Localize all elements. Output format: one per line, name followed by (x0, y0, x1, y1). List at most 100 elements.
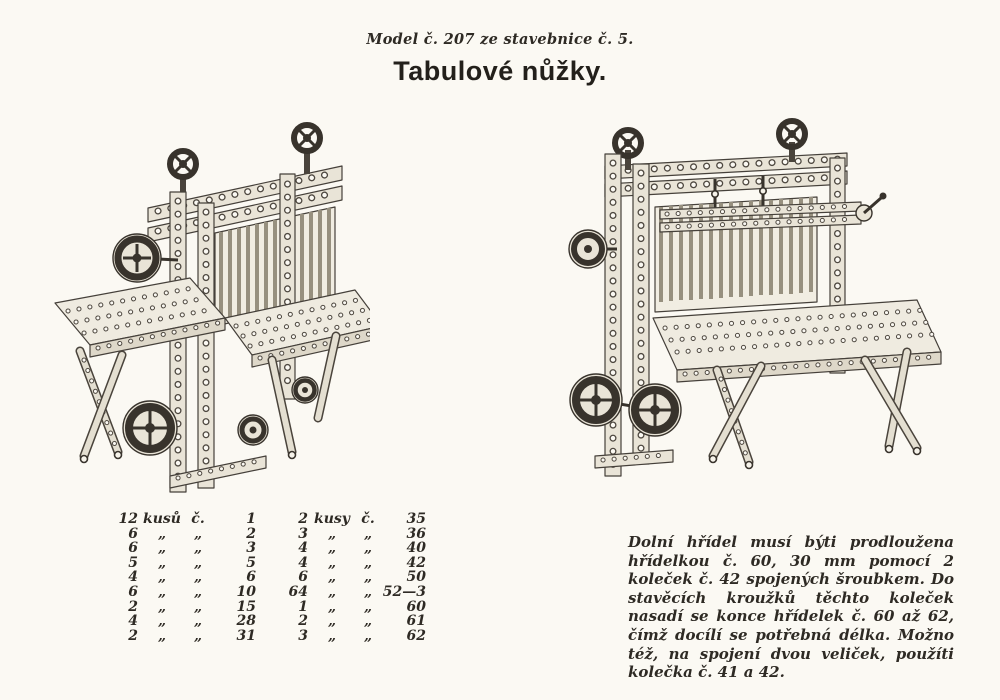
table-legs (75, 331, 341, 464)
part-unit: „ (157, 554, 167, 571)
part-number: 62 (406, 627, 426, 644)
page-title: Tabulové nůžky. (393, 56, 607, 86)
part-qty: 2 (128, 598, 138, 615)
part-unit: „ (327, 525, 337, 542)
part-number: 5 (246, 554, 256, 571)
part-mark: č. (361, 511, 375, 527)
part-number: 35 (406, 511, 426, 527)
part-qty: 4 (128, 613, 138, 630)
part-mark: č. (191, 511, 205, 527)
parts-row: 6„„2 (112, 525, 256, 542)
part-number: 52—3 (382, 583, 426, 600)
carriage-arms (659, 201, 862, 233)
flywheel (112, 233, 179, 283)
part-unit: „ (327, 569, 337, 586)
part-mark: „ (363, 613, 373, 630)
part-unit: „ (327, 627, 337, 644)
part-qty: 4 (298, 554, 308, 571)
parts-row: 2„„61 (282, 614, 426, 629)
part-qty: 2 (298, 613, 308, 630)
part-mark: „ (363, 569, 373, 586)
part-qty: 4 (128, 569, 138, 586)
part-qty: 2 (298, 511, 308, 527)
part-mark: „ (193, 583, 203, 600)
parts-row: 5 „ „ 5 (112, 556, 256, 571)
part-number: 28 (236, 613, 256, 630)
part-mark: „ (363, 583, 373, 600)
base-strip (169, 455, 267, 489)
part-mark: „ (193, 554, 203, 571)
part-qty: 1 (298, 598, 308, 615)
work-table-right (224, 289, 370, 368)
part-qty: 6 (128, 525, 138, 542)
crank-handle (855, 192, 887, 222)
parts-row: 3 „ „ 62 (282, 629, 426, 644)
part-number: 60 (406, 598, 426, 615)
part-unit: „ (157, 613, 167, 630)
part-qty: 3 (298, 627, 308, 644)
part-number: 10 (236, 583, 256, 600)
parts-row: 2 kusy č. 35 (282, 512, 426, 527)
pulley-wheel (568, 229, 617, 269)
part-unit: „ (157, 569, 167, 586)
parts-row: 2 „ „ 31 (112, 629, 256, 644)
part-unit: „ (327, 583, 337, 600)
part-mark: „ (363, 554, 373, 571)
handwheel-icon (776, 118, 808, 162)
table-legs (708, 347, 922, 470)
part-number: 6 (246, 569, 256, 586)
handwheel-icon (291, 122, 323, 174)
part-qty: 6 (128, 540, 138, 557)
parts-row: 3„„36 (282, 525, 426, 542)
part-mark: „ (363, 598, 373, 615)
gantry-beams (604, 152, 848, 198)
base-strip (594, 449, 674, 469)
part-number: 50 (406, 569, 426, 586)
drive-wheel-large (628, 383, 682, 437)
parts-row: 64 „ „ 52—3 (282, 585, 426, 600)
part-qty: 64 (288, 583, 308, 600)
part-mark: „ (193, 613, 203, 630)
part-unit: „ (327, 540, 337, 557)
handwheel-icon (167, 148, 199, 202)
part-mark: „ (193, 598, 203, 615)
parts-row: 6„„10 (112, 585, 256, 600)
part-qty: 5 (128, 554, 138, 571)
part-qty: 3 (298, 525, 308, 542)
part-unit: „ (157, 540, 167, 557)
part-unit: kusů (143, 511, 181, 527)
parts-row: 2„„15 (112, 598, 256, 615)
part-unit: „ (157, 627, 167, 644)
model-kicker: Model č. 207 ze stavebnice č. 5. (366, 31, 634, 48)
part-mark: „ (363, 627, 373, 644)
part-number: 31 (236, 627, 256, 644)
part-mark: „ (363, 540, 373, 557)
part-qty: 12 (118, 511, 138, 527)
illustration-right-view (568, 118, 942, 477)
part-number: 15 (236, 598, 256, 615)
part-number: 61 (406, 613, 426, 630)
parts-row: 4 „ „ 40 (282, 541, 426, 556)
part-unit: kusy (314, 511, 350, 527)
part-number: 42 (406, 554, 426, 571)
part-qty: 4 (298, 540, 308, 557)
handwheel-icon (612, 127, 644, 170)
parts-row: 4 „ „ 28 (112, 614, 256, 629)
parts-row: 6„„50 (282, 570, 426, 585)
part-number: 1 (246, 511, 256, 527)
part-number: 2 (246, 525, 256, 542)
part-number: 40 (406, 540, 426, 557)
parts-row: 4 „ „ 42 (282, 556, 426, 571)
instruction-note: Dolní hřídel musí býti prodloužena hříde… (628, 533, 954, 682)
part-qty: 2 (128, 627, 138, 644)
work-table (652, 299, 942, 383)
parts-row: 6„„3 (112, 541, 256, 556)
pulley-wheel (237, 414, 269, 446)
part-mark: „ (193, 540, 203, 557)
parts-row: 1„„60 (282, 598, 426, 615)
part-mark: „ (193, 627, 203, 644)
part-unit: „ (327, 554, 337, 571)
